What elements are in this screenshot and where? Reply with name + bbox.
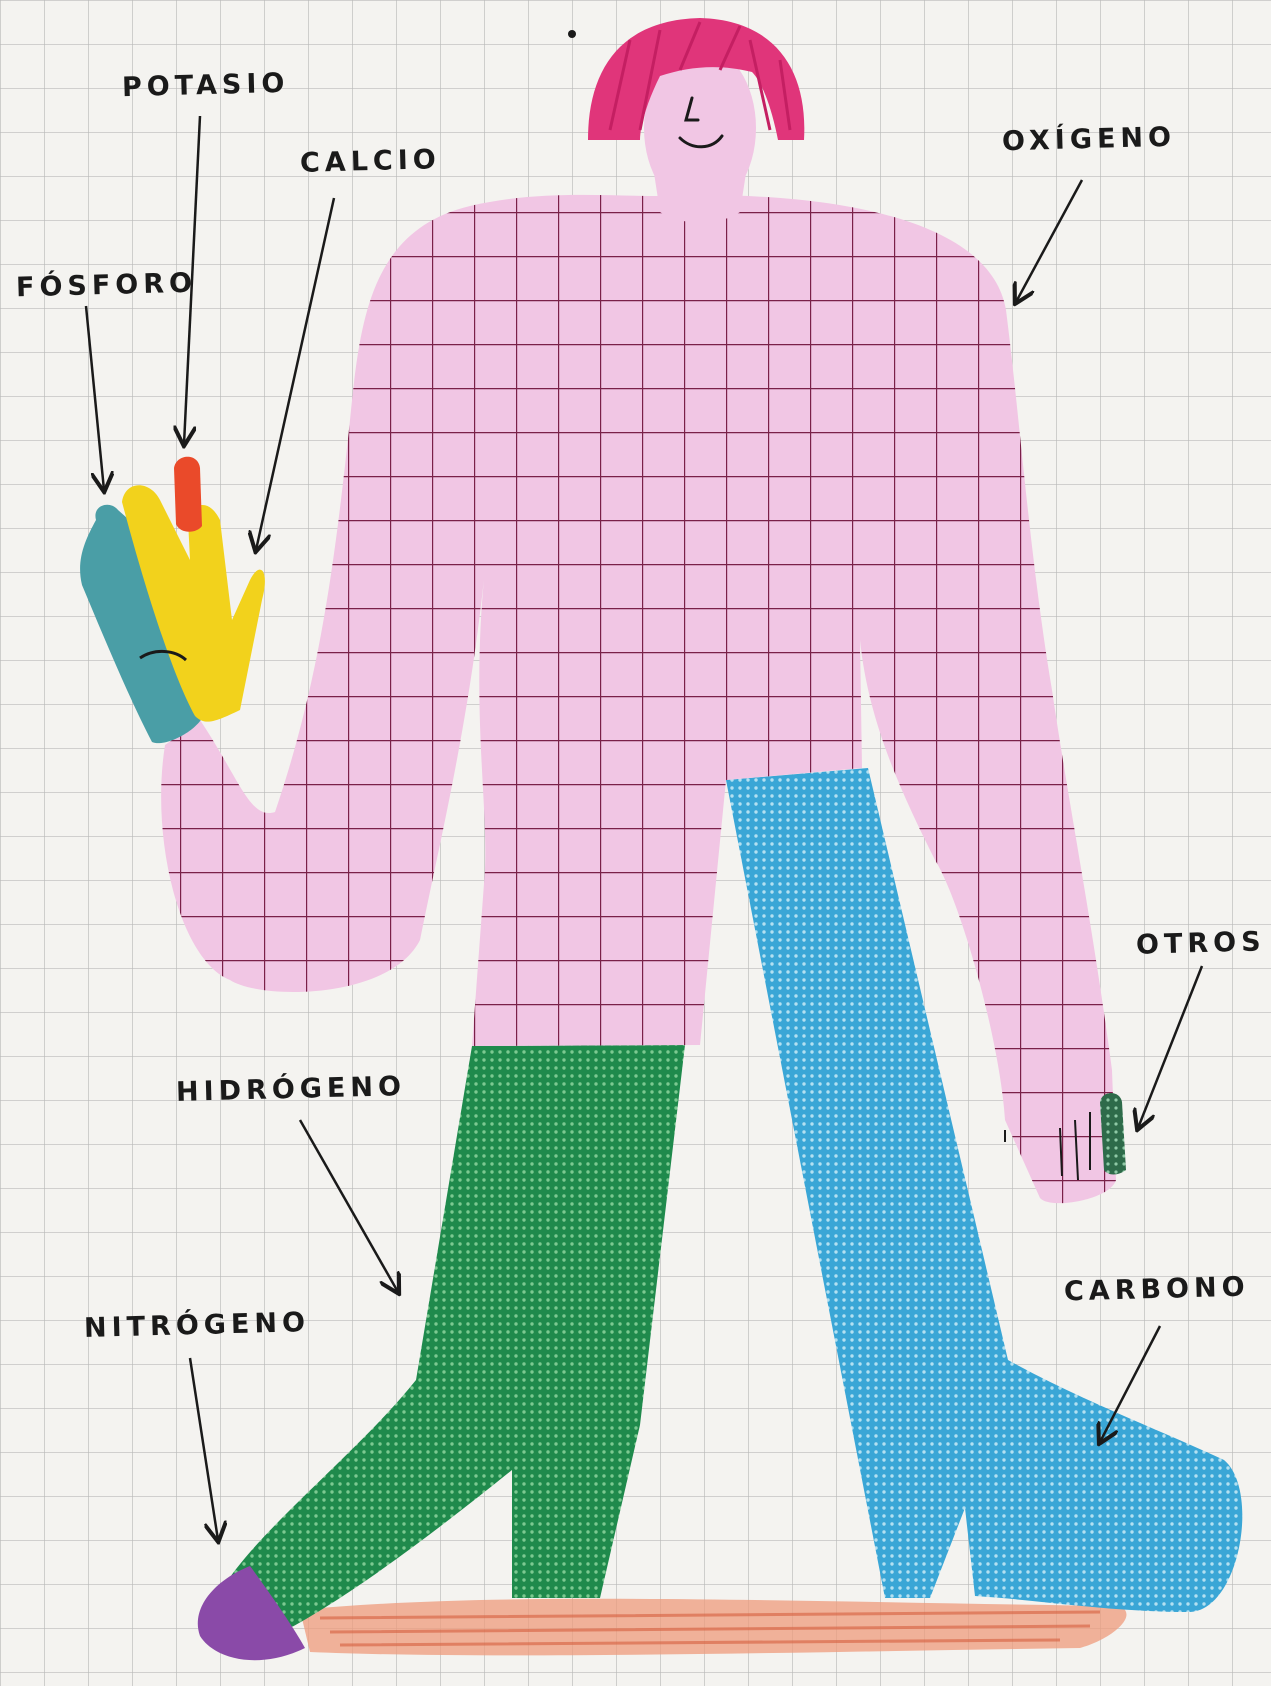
label-nitrogeno: NITRÓGENO [84, 1307, 311, 1344]
label-potasio: POTASIO [122, 68, 290, 103]
label-hidrogeno: HIDRÓGENO [176, 1071, 407, 1108]
label-oxigeno: OXÍGENO [1002, 122, 1177, 158]
label-carbono: CARBONO [1064, 1272, 1250, 1308]
label-calcio: CALCIO [300, 144, 441, 179]
pencil-dot [568, 30, 576, 38]
otros-finger [1100, 1093, 1126, 1175]
label-fosforo: FÓSFORO [16, 268, 198, 304]
label-otros: OTROS [1136, 926, 1266, 960]
red-finger [174, 457, 202, 532]
